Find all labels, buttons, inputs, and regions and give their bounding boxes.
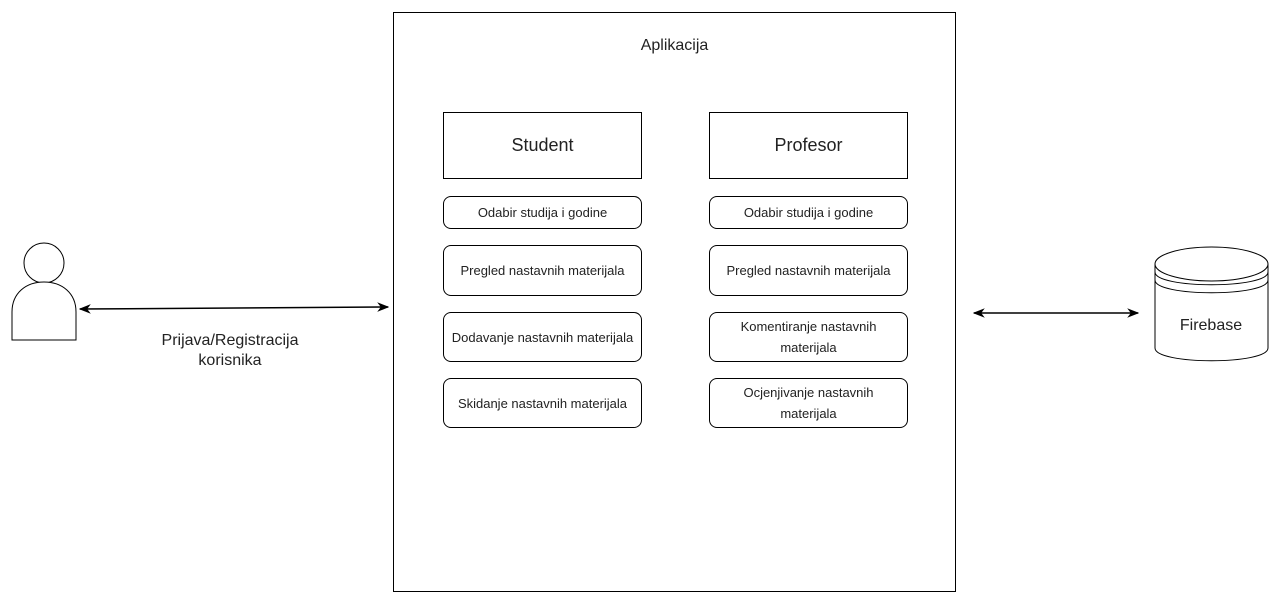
role-profesor: Profesor	[709, 112, 908, 179]
profesor-feature-4: Ocjenjivanje nastavnih materijala	[709, 378, 908, 428]
role-student: Student	[443, 112, 642, 179]
student-feature-1: Odabir studija i godine	[443, 196, 642, 229]
student-feature-3: Dodavanje nastavnih materijala	[443, 312, 642, 362]
application-title: Aplikacija	[640, 37, 709, 54]
profesor-feature-3: Komentiranje nastavnih materijala	[709, 312, 908, 362]
profesor-feature-2: Pregled nastavnih materijala	[709, 245, 908, 296]
student-feature-4: Skidanje nastavnih materijala	[443, 378, 642, 428]
database-label: Firebase	[1179, 317, 1243, 334]
user-link-label: Prijava/Registracija korisnika	[161, 332, 299, 369]
profesor-feature-1: Odabir studija i godine	[709, 196, 908, 229]
student-feature-2: Pregled nastavnih materijala	[443, 245, 642, 296]
diagram-canvas	[11, 242, 1269, 362]
application-boundary	[393, 12, 956, 592]
user-app-connector	[78, 302, 390, 314]
database-icon	[1154, 246, 1269, 362]
user-actor-icon	[11, 242, 77, 341]
